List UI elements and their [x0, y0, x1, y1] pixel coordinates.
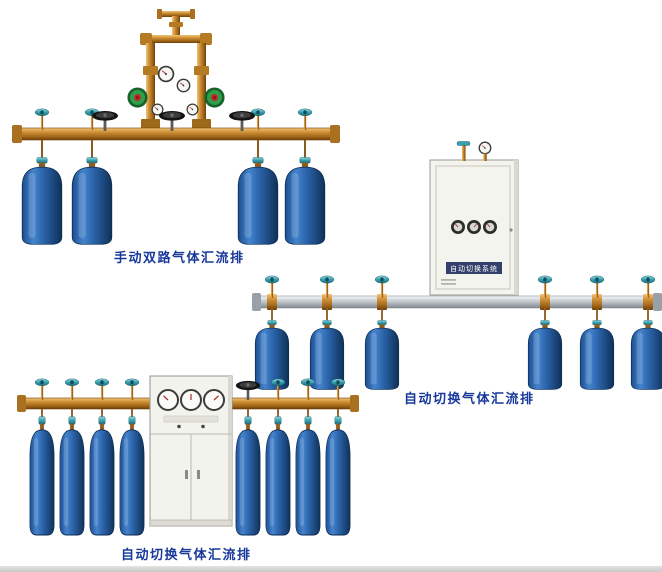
manifold-pipe	[252, 293, 662, 311]
indicator-light	[201, 424, 205, 429]
gas-cylinder	[59, 416, 85, 536]
cylinder-pigtails	[41, 140, 306, 160]
pressure-gauge	[176, 78, 191, 93]
cabinet-door-handle	[185, 470, 188, 479]
cylinder-valve-handle	[34, 378, 50, 400]
cylinder-valve-handle	[124, 378, 140, 400]
cylinder-valve-handle	[297, 108, 313, 130]
gas-cylinder	[89, 416, 115, 536]
regulator-left	[127, 87, 148, 108]
cabinet-door-handle	[509, 228, 513, 232]
gas-cylinder	[295, 416, 321, 536]
page-bottom-border	[0, 566, 662, 572]
cylinder-valve-handle	[270, 378, 286, 400]
cylinder-pigtails	[271, 308, 649, 322]
product-caption-auto-floor: 自动切换气体汇流排	[121, 547, 252, 562]
pressure-regulators	[127, 65, 225, 116]
cabinet-door-handle	[197, 470, 200, 479]
control-cabinet: 自动切换系统	[429, 159, 519, 296]
gas-cylinder	[29, 416, 55, 536]
gas-cylinder	[265, 416, 291, 536]
indicator-light	[177, 424, 181, 429]
cylinder-valve-handle	[300, 378, 316, 400]
top-inlet-pipe	[157, 9, 195, 38]
cabinet-gauges	[157, 389, 225, 411]
manifold-frame-pipes	[140, 33, 212, 131]
cabinet-gauges	[451, 220, 497, 234]
gas-cylinder	[235, 416, 261, 536]
control-cabinet	[149, 375, 233, 527]
product-caption-manual-dual: 手动双路气体汇流排	[114, 250, 245, 265]
cylinder-valve-handle	[64, 378, 80, 400]
gas-cylinder	[579, 320, 615, 390]
product-image-auto-switch-floor	[17, 375, 359, 536]
product-image-manual-dual-manifold	[12, 9, 340, 245]
cylinder-valve-handle	[330, 378, 346, 400]
gas-cylinder	[325, 416, 351, 536]
gas-cylinder	[630, 320, 662, 390]
cylinder-valve-handle	[250, 108, 266, 130]
main-manifold-pipe	[12, 125, 340, 143]
gas-cylinder	[527, 320, 563, 390]
gas-cylinder	[364, 320, 400, 390]
cylinder-valve-handle	[94, 378, 110, 400]
pressure-gauge	[186, 103, 199, 116]
regulator-right	[204, 87, 225, 108]
gas-cylinder	[21, 157, 63, 245]
cabinet-nameplate-label: 自动切换系统	[450, 264, 498, 273]
pressure-gauge	[478, 141, 492, 155]
gas-cylinder	[119, 416, 145, 536]
cabinet-top-valve	[456, 141, 492, 161]
cabinet-indicator-panel	[163, 415, 219, 423]
gas-cylinder	[71, 157, 113, 245]
shutoff-handwheel	[235, 380, 261, 400]
cylinder-valve-handle	[34, 108, 50, 130]
pressure-gauge	[157, 65, 175, 83]
product-caption-auto-wall: 自动切换气体汇流排	[404, 391, 535, 406]
product-image-auto-switch-wall: 自动切换系统	[252, 141, 662, 390]
cabinet-nameplate	[446, 262, 502, 274]
